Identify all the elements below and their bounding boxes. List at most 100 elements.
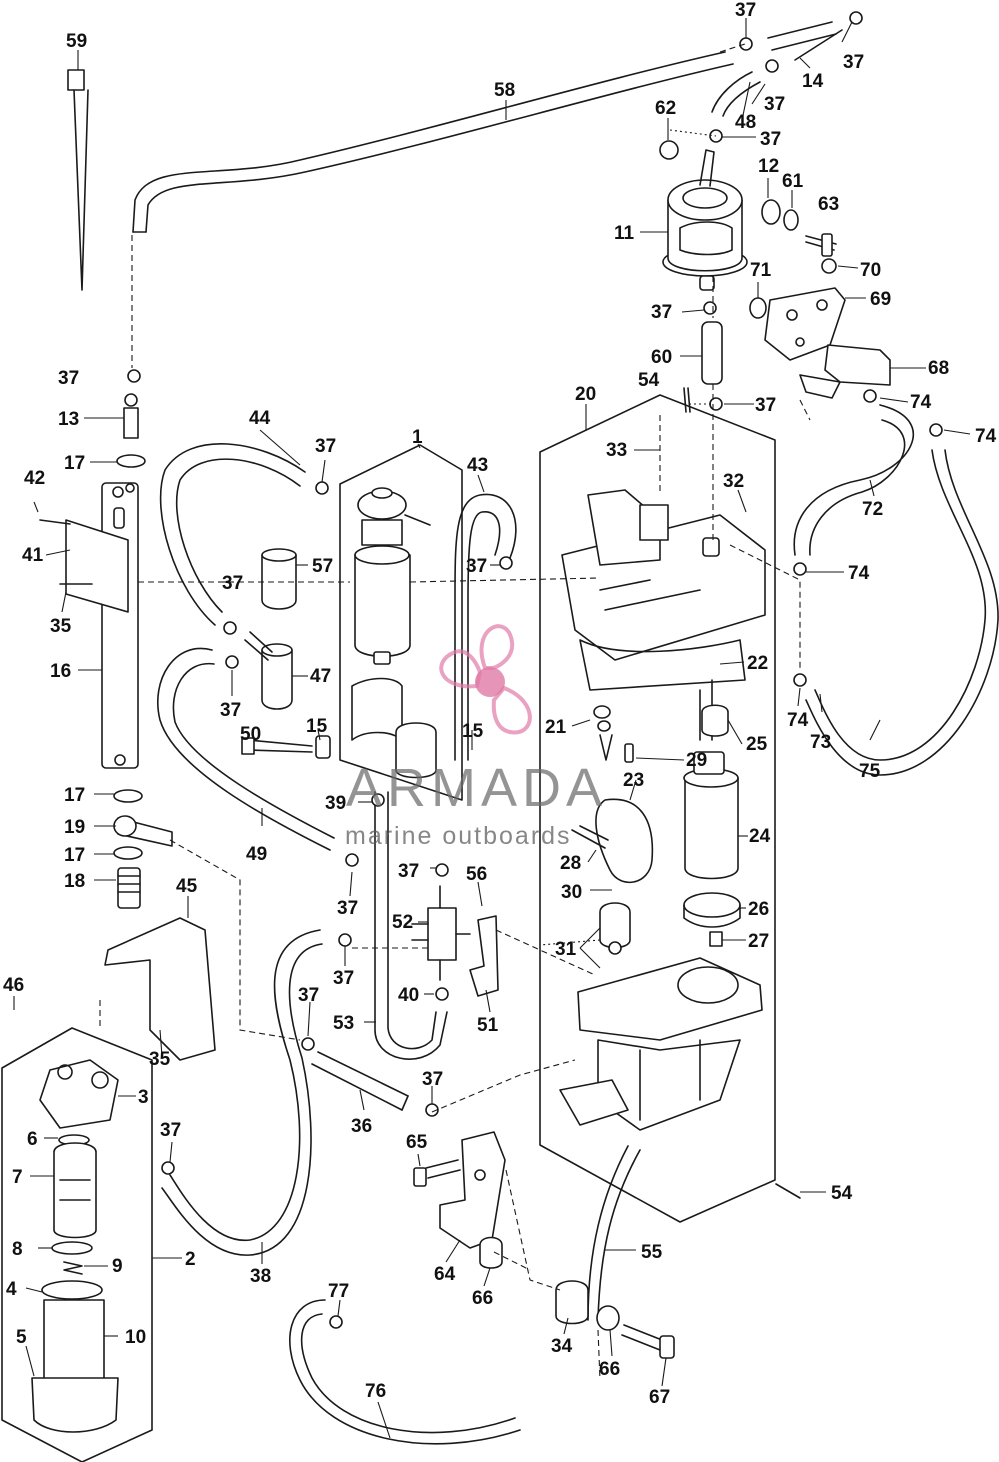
callout-16: 16 xyxy=(50,661,71,682)
callout-57: 57 xyxy=(312,556,333,577)
callout-67: 67 xyxy=(649,1387,670,1408)
callout-10: 10 xyxy=(125,1327,146,1348)
callout-72: 72 xyxy=(862,499,883,520)
hose-36 xyxy=(311,1051,409,1111)
watermark-tagline: marine outboards xyxy=(345,822,572,850)
callout-71: 71 xyxy=(750,260,772,281)
callout-37p: 37 xyxy=(422,1069,443,1090)
callout-48: 48 xyxy=(735,112,756,133)
fuel-rail-16 xyxy=(39,482,139,769)
callout-63: 63 xyxy=(818,194,839,215)
callout-53: 53 xyxy=(333,1013,354,1034)
callout-12: 12 xyxy=(758,156,779,177)
callout-9: 9 xyxy=(112,1256,123,1277)
fitting-13 xyxy=(116,393,146,468)
callout-52: 52 xyxy=(392,912,413,933)
callout-37a: 37 xyxy=(735,0,756,21)
bolt-65 xyxy=(413,1159,461,1187)
callout-37q: 37 xyxy=(160,1120,181,1141)
screw-54 xyxy=(683,387,801,1199)
callout-37n: 37 xyxy=(333,968,354,989)
hose-75 xyxy=(805,449,999,776)
assembly-outline-20 xyxy=(539,394,776,1223)
callout-73: 73 xyxy=(810,732,831,753)
callout-34: 34 xyxy=(551,1336,573,1357)
callout-61: 61 xyxy=(782,171,804,192)
callout-66b: 66 xyxy=(599,1359,620,1380)
callout-41: 41 xyxy=(22,545,44,566)
callout-24: 24 xyxy=(749,826,771,847)
callout-20: 20 xyxy=(575,384,596,405)
callout-19: 19 xyxy=(64,817,85,838)
callout-42: 42 xyxy=(24,468,45,489)
callout-17c: 17 xyxy=(64,845,85,866)
hose-72 xyxy=(793,404,914,556)
callout-74b: 74 xyxy=(975,426,997,447)
callout-37h: 37 xyxy=(315,436,336,457)
watermark: ARMADA marine outboards xyxy=(345,624,602,850)
callout-66a: 66 xyxy=(472,1288,493,1309)
callout-2: 2 xyxy=(185,1249,196,1270)
callout-28: 28 xyxy=(560,853,581,874)
callout-5: 5 xyxy=(16,1327,27,1348)
callout-46: 46 xyxy=(3,975,24,996)
callout-8: 8 xyxy=(12,1239,23,1260)
callout-4: 4 xyxy=(6,1279,17,1300)
callout-37b: 37 xyxy=(843,52,864,73)
assembly-outline-1 xyxy=(339,444,463,801)
fuel-filter-11 xyxy=(662,149,748,291)
electric-fuel-pump-24 xyxy=(683,679,739,880)
hose-58 xyxy=(132,51,734,233)
fuel-pump-1 xyxy=(351,487,431,741)
hose-60 xyxy=(701,321,723,385)
callout-37o: 37 xyxy=(298,985,319,1006)
callout-74c: 74 xyxy=(848,563,870,584)
callout-17b: 17 xyxy=(64,785,85,806)
clip-51 xyxy=(469,915,499,997)
callout-15a: 15 xyxy=(306,716,328,737)
callout-49: 49 xyxy=(246,844,267,865)
hose-53 xyxy=(374,791,448,1060)
callout-58: 58 xyxy=(494,80,515,101)
callout-54b: 54 xyxy=(831,1183,853,1204)
callout-3: 3 xyxy=(138,1087,149,1108)
bracket-64 xyxy=(439,1131,506,1249)
callout-43: 43 xyxy=(467,455,488,476)
grommet-66-34-67 xyxy=(479,1236,675,1359)
callout-40: 40 xyxy=(398,985,419,1006)
callout-38: 38 xyxy=(250,1266,271,1287)
regulator-31 xyxy=(599,902,631,955)
callout-39: 39 xyxy=(325,793,346,814)
callout-13: 13 xyxy=(58,409,79,430)
callout-35b: 35 xyxy=(149,1049,171,1070)
hose-49 xyxy=(157,647,335,851)
fitting-52 xyxy=(411,885,471,981)
callout-74d: 74 xyxy=(787,710,809,731)
callout-50: 50 xyxy=(240,724,261,745)
callout-75: 75 xyxy=(859,761,881,782)
callout-60: 60 xyxy=(651,347,672,368)
bracket-45 xyxy=(104,917,216,1061)
hose-14 xyxy=(767,21,843,61)
hose-76 xyxy=(289,1299,521,1445)
callout-36: 36 xyxy=(351,1116,372,1137)
callout-70: 70 xyxy=(860,260,881,281)
callout-37g: 37 xyxy=(755,395,776,416)
callout-25: 25 xyxy=(746,734,768,755)
callout-65: 65 xyxy=(406,1132,428,1153)
leader-lines xyxy=(13,18,971,1439)
callout-31: 31 xyxy=(555,939,577,960)
fittings-17-19-18 xyxy=(113,789,173,909)
callout-64: 64 xyxy=(434,1264,456,1285)
callout-45: 45 xyxy=(176,876,198,897)
callout-76: 76 xyxy=(365,1381,386,1402)
callout-29: 29 xyxy=(686,750,707,771)
callout-27: 27 xyxy=(748,931,769,952)
callout-51: 51 xyxy=(477,1015,499,1036)
vapor-separator-float-bowl xyxy=(559,957,763,1131)
hose-48 xyxy=(711,71,761,117)
fittings-57-47 xyxy=(244,548,297,710)
callout-layer: 37 59 37 14 58 37 62 48 37 12 61 63 11 7… xyxy=(3,0,997,1408)
solenoid-68 xyxy=(799,344,891,399)
